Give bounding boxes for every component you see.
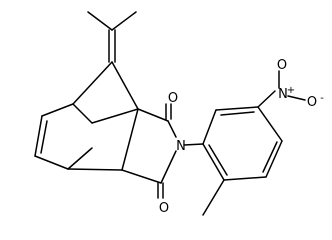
bond-bridgehead-top-inner — [72, 103, 93, 124]
bond-bridge-right — [111, 61, 139, 110]
bond-aryl-2 — [215, 106, 259, 111]
bond-alkene-double-a — [34, 115, 43, 157]
bond-nitro-o-right — [287, 95, 306, 101]
atom-o-bottom: O — [159, 201, 169, 216]
bond-aryl-5 — [223, 176, 267, 181]
bond-aryl-6-inner — [208, 144, 228, 176]
bond-alkene-double-b — [40, 120, 48, 154]
bond-bottom-bridgehead-fusion — [67, 168, 123, 171]
charge-o-nitro: - — [320, 93, 324, 104]
bond-alkene-single-top — [41, 103, 74, 117]
charge-n-nitro: + — [287, 85, 295, 96]
bond-methyl-left — [87, 11, 113, 31]
bond-aryl-3 — [257, 106, 283, 142]
bond-aryl-2-inner — [220, 111, 255, 116]
atom-o-nitro-top: O — [277, 58, 287, 73]
bond-aryl-methyl — [202, 179, 225, 216]
bond-aryl-nitro — [257, 90, 276, 108]
atom-n-nitro: N — [278, 87, 288, 102]
bond-aryl-4-inner — [262, 141, 278, 173]
atom-n-imide: N — [176, 139, 186, 154]
bond-bridgehead-bottom-inner — [67, 147, 93, 170]
bond-aryl-6 — [202, 143, 225, 181]
bond-methyl-right — [111, 11, 137, 31]
bond-c-carbonyl-top — [137, 108, 169, 122]
bond-aryl-1 — [202, 109, 217, 145]
bond-bridge-left — [72, 61, 113, 105]
atom-o-top: O — [168, 91, 178, 106]
bond-alkene-single-bottom — [34, 155, 69, 170]
bond-n-carbonyl-bottom — [160, 150, 177, 184]
atom-o-nitro-right: O — [307, 95, 317, 110]
bond-n-aryl — [183, 143, 204, 146]
bond-fusion — [121, 108, 139, 171]
bond-aryl-4 — [265, 140, 283, 178]
bond-top-ring-junction — [91, 108, 139, 124]
bond-carbonyl-top-n — [167, 120, 177, 138]
bond-carbonyl-bottom-junction — [121, 169, 162, 184]
